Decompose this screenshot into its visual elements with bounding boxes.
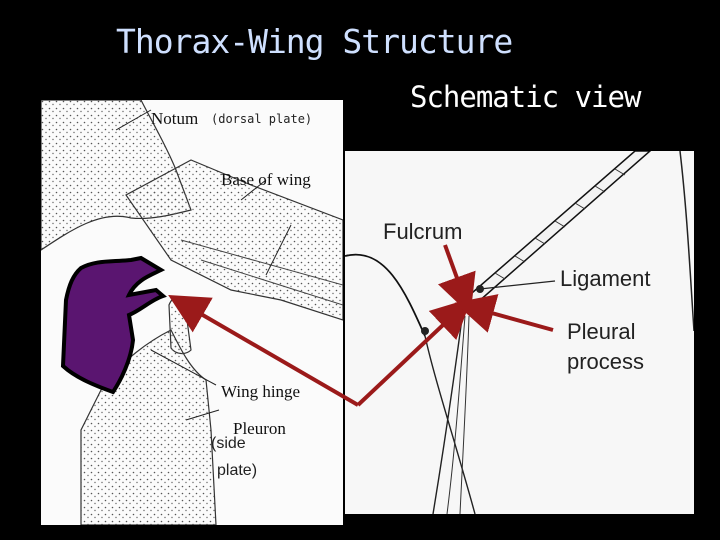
dorsal-plate-label: (dorsal plate) — [211, 112, 312, 126]
notum-label: Notum — [151, 109, 198, 128]
base-of-wing-label: Base of wing — [221, 170, 311, 189]
pleural-process-label-line1: Pleural — [567, 319, 635, 344]
fulcrum-label: Fulcrum — [383, 219, 462, 244]
ligament-label: Ligament — [560, 266, 651, 291]
thorax-wing-drawing: Notum (dorsal plate) Base of wing Wing h… — [41, 100, 343, 525]
pleural-process-label-line2: process — [567, 349, 644, 374]
thorax-wing-drawing-svg: Notum (dorsal plate) Base of wing Wing h… — [41, 100, 343, 525]
schematic-view-subtitle: Schematic view — [410, 80, 641, 114]
wing-base — [125, 159, 343, 321]
slide-title: Thorax-Wing Structure — [116, 22, 513, 61]
pleuron-label: Pleuron — [233, 419, 286, 438]
highlighted-sclerite — [60, 255, 167, 395]
wing-hinge-label: Wing hinge — [221, 382, 300, 401]
side-plate-label-line1: (side — [211, 435, 246, 452]
schematic-panel: Fulcrum Ligament Pleural process — [345, 151, 694, 514]
side-plate-label-line2: plate) — [217, 462, 257, 479]
schematic-svg: Fulcrum Ligament Pleural process — [345, 151, 694, 514]
fulcrum-joint — [421, 327, 429, 335]
